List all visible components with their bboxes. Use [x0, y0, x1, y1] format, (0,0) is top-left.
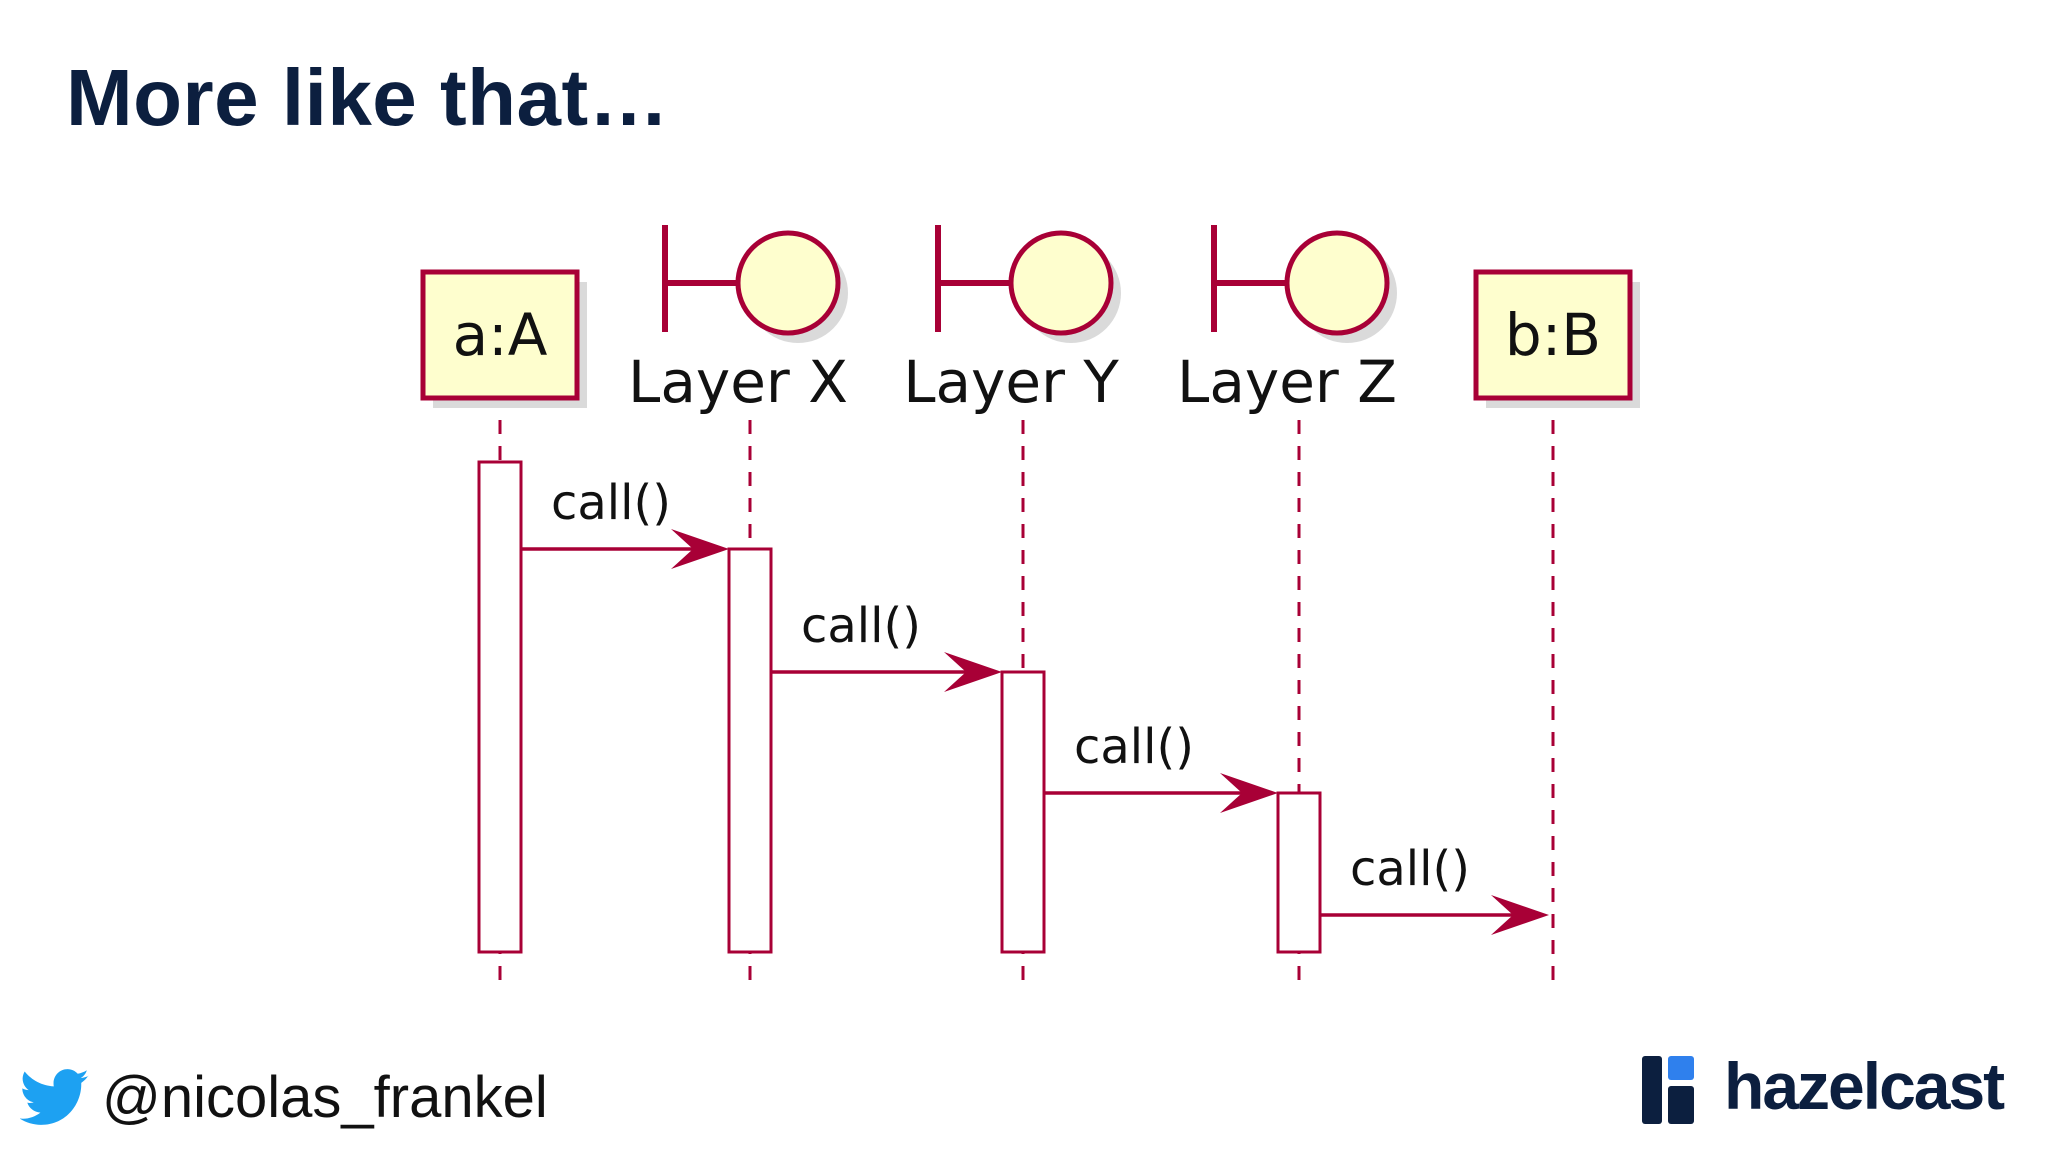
activation-bar [1276, 791, 1322, 954]
arrow-head-icon [1491, 895, 1549, 935]
message-label: call() [801, 598, 921, 654]
participant-label: a:A [453, 301, 548, 369]
activation-bar [1000, 670, 1046, 954]
twitter-bird-icon [20, 1069, 89, 1125]
activation-bar [727, 547, 773, 954]
hazelcast-wordmark: hazelcast [1724, 1049, 2005, 1123]
boundary-circle [735, 230, 841, 336]
participant-a: a:A [420, 269, 587, 985]
hazelcast-logo-icon [1642, 1056, 1694, 1124]
arrow-head-icon [671, 529, 729, 569]
message-4: call() [1320, 841, 1549, 935]
participant-y: Layer Y [903, 225, 1121, 985]
message-label: call() [1350, 841, 1470, 897]
boundary-circle [1284, 230, 1390, 336]
message-3: call() [1044, 719, 1278, 813]
twitter-handle: @nicolas_frankel [102, 1065, 548, 1130]
participant-label: b:B [1505, 301, 1601, 369]
participant-label: Layer X [628, 348, 848, 416]
arrow-head-icon [944, 652, 1002, 692]
boundary-circle [1008, 230, 1114, 336]
participant-z: Layer Z [1177, 225, 1397, 985]
participant-label: Layer Z [1177, 348, 1397, 416]
slide-title: More like that… [66, 53, 670, 142]
participant-label: Layer Y [903, 348, 1119, 416]
participant-box [420, 269, 580, 401]
message-1: call() [521, 475, 729, 569]
message-2: call() [771, 598, 1002, 692]
message-label: call() [1074, 719, 1194, 775]
arrow-head-icon [1220, 773, 1278, 813]
activation-bar [477, 460, 523, 954]
message-label: call() [551, 475, 671, 531]
participant-b: b:B [1473, 269, 1640, 985]
participant-box [1473, 269, 1633, 401]
